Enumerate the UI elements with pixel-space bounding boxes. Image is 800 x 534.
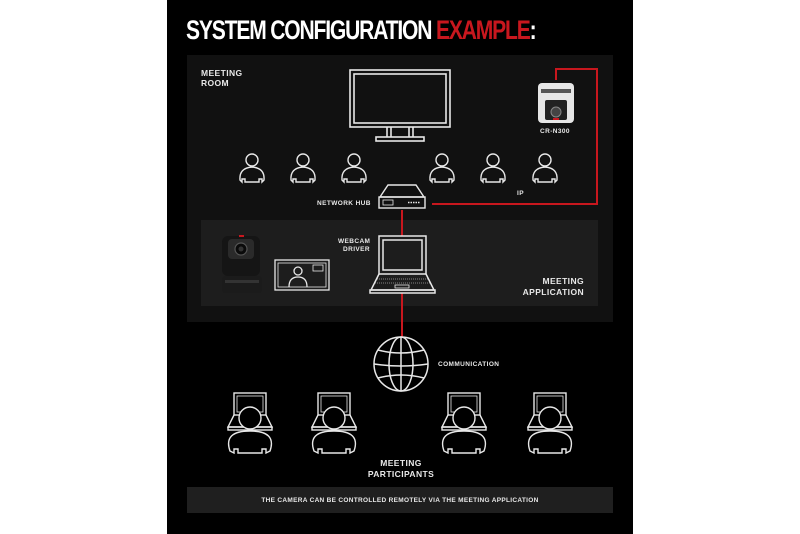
attendee-icon-2 xyxy=(290,153,316,184)
attendee-icon-3 xyxy=(341,153,367,184)
participant-icon-2 xyxy=(310,392,358,455)
monitor-icon xyxy=(349,69,451,142)
title-main: SYSTEM CONFIGURATION xyxy=(186,15,437,45)
webcam-driver-label: WEBCAM DRIVER xyxy=(338,238,371,253)
attendee-icon-6 xyxy=(532,153,558,184)
ip-label: IP xyxy=(517,190,524,197)
title-colon: : xyxy=(529,15,537,45)
meeting-room-label: MEETING ROOM xyxy=(201,68,243,88)
meeting-application-label: MEETING APPLICATION xyxy=(522,276,584,297)
cr-n300-camera-icon xyxy=(538,83,574,123)
network-hub-label: NETWORK HUB xyxy=(317,200,371,207)
title-accent: EXAMPLE xyxy=(436,15,531,45)
footer-note: THE CAMERA CAN BE CONTROLLED REMOTELY VI… xyxy=(187,487,613,513)
meeting-participants-label: MEETING PARTICIPANTS xyxy=(367,458,435,479)
attendee-icon-4 xyxy=(429,153,455,184)
participant-icon-1 xyxy=(226,392,274,455)
meeting-application-panel xyxy=(201,220,598,306)
ptz-camera-icon xyxy=(222,235,262,293)
camera-model-label: CR-N300 xyxy=(540,128,570,135)
attendee-icons xyxy=(239,153,558,184)
participant-icon-3 xyxy=(440,392,488,455)
globe-icon xyxy=(373,336,429,392)
ip-connection-line xyxy=(401,68,598,337)
video-call-screen-icon xyxy=(274,259,330,291)
page-title: SYSTEM CONFIGURATION EXAMPLE: xyxy=(186,14,537,46)
network-hub-icon xyxy=(378,184,426,209)
participant-icon-4 xyxy=(526,392,574,455)
attendee-icon-5 xyxy=(480,153,506,184)
laptop-icon xyxy=(369,235,436,294)
footer-text: THE CAMERA CAN BE CONTROLLED REMOTELY VI… xyxy=(261,496,539,504)
participant-icons xyxy=(226,392,574,455)
communication-label: COMMUNICATION xyxy=(438,361,500,368)
attendee-icon-1 xyxy=(239,153,265,184)
